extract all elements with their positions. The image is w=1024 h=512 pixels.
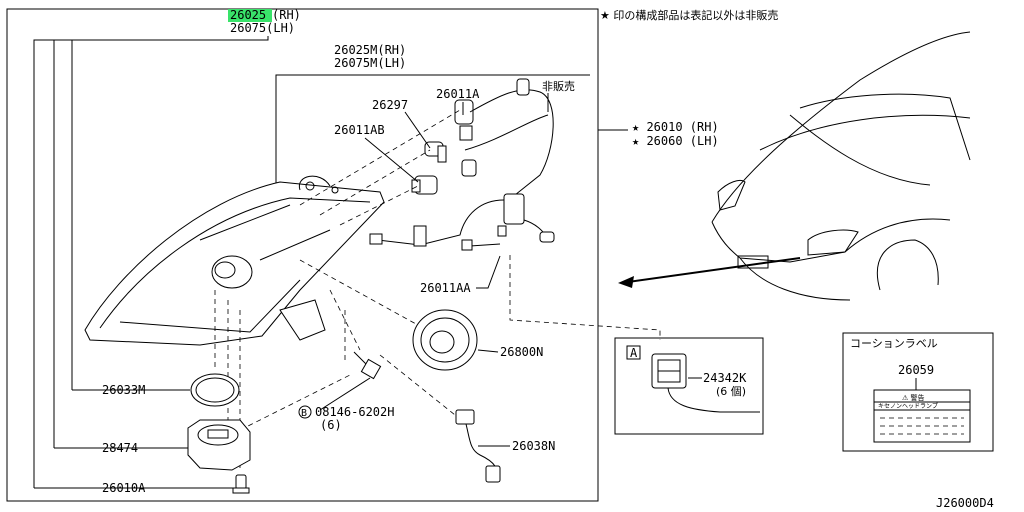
label-not-sold: 非販売: [542, 80, 575, 93]
diagram-code: J26000D4: [936, 496, 994, 510]
connector-upper[interactable]: [516, 78, 530, 96]
part-26800N-cap[interactable]: [412, 309, 478, 371]
bulb-26011AB[interactable]: [411, 175, 438, 195]
set-rh-label[interactable]: ★ 26010 (RH): [632, 120, 719, 134]
leader-main-part: [33, 36, 269, 488]
label-bolt-qty: (6): [320, 418, 342, 432]
label-26297[interactable]: 26297: [372, 98, 408, 112]
part-highlight: [228, 9, 272, 22]
part-26075-label[interactable]: 26075(LH): [230, 21, 295, 35]
set-lh-label[interactable]: ★ 26060 (LH): [632, 134, 719, 148]
leader-bolt: [319, 377, 371, 411]
label-26011AA[interactable]: 26011AA: [420, 281, 471, 295]
label-bolt-number[interactable]: 08146-6202H: [315, 405, 394, 419]
label-26011A[interactable]: 26011A: [436, 87, 480, 101]
label-24342K[interactable]: 24342K: [703, 371, 747, 385]
leader-assembly: [275, 74, 590, 185]
note-not-sold: ★ 印の構成部品は表記以外は非販売: [600, 8, 778, 22]
part-26033M-ring[interactable]: [190, 373, 240, 407]
label-bolt-marker: B: [301, 408, 307, 419]
label-26038N[interactable]: 26038N: [512, 439, 555, 453]
label-28474[interactable]: 28474: [102, 441, 138, 455]
wiring-harness[interactable]: [369, 89, 555, 251]
leader-26800N: [477, 349, 499, 353]
label-26011AB[interactable]: 26011AB: [334, 123, 385, 137]
caution-sticker-line: キセノンヘッドランプ: [878, 403, 938, 410]
leader-26011AA: [476, 255, 501, 289]
bolt-circle-marker: [298, 405, 312, 419]
part-28474-ballast[interactable]: [187, 419, 251, 471]
caution-box: [842, 332, 994, 452]
label-24342K-qty: (6 個): [716, 385, 746, 398]
caution-sticker-warning: ⚠ 警告: [902, 393, 925, 402]
car-illustration: [711, 31, 971, 301]
connector-middle[interactable]: [461, 159, 477, 177]
part-26010A-screw[interactable]: [232, 474, 250, 494]
detail-a-box: [614, 337, 764, 435]
headlamp-housing[interactable]: [84, 175, 385, 346]
leader-26011AB: [364, 137, 419, 183]
connector-24342K[interactable]: [651, 353, 760, 413]
bulb-26011A[interactable]: [454, 99, 474, 141]
part-26038N-harness[interactable]: [455, 409, 501, 483]
detail-a-tag: A: [630, 346, 638, 360]
bulb-26297[interactable]: [424, 141, 447, 163]
assembly-rh-label[interactable]: 26025M(RH): [334, 43, 406, 57]
part-08146-bolt[interactable]: [353, 351, 382, 380]
label-26800N[interactable]: 26800N: [500, 345, 543, 359]
caution-sticker[interactable]: [873, 389, 971, 443]
detail-a-tag-box: [626, 345, 641, 360]
leader-26297: [404, 111, 431, 149]
arrow-to-car: [627, 257, 801, 283]
label-26010A[interactable]: 26010A: [102, 481, 146, 495]
part-26025-label[interactable]: 26025: [230, 8, 266, 22]
arrow-head: [618, 276, 634, 288]
caution-title: コーションラベル: [850, 337, 938, 350]
part-26025-suffix: (RH): [272, 8, 301, 22]
label-26033M[interactable]: 26033M: [102, 383, 145, 397]
assembly-lh-label[interactable]: 26075M(LH): [334, 56, 406, 70]
caution-part[interactable]: 26059: [898, 363, 934, 377]
main-frame: [6, 8, 599, 502]
